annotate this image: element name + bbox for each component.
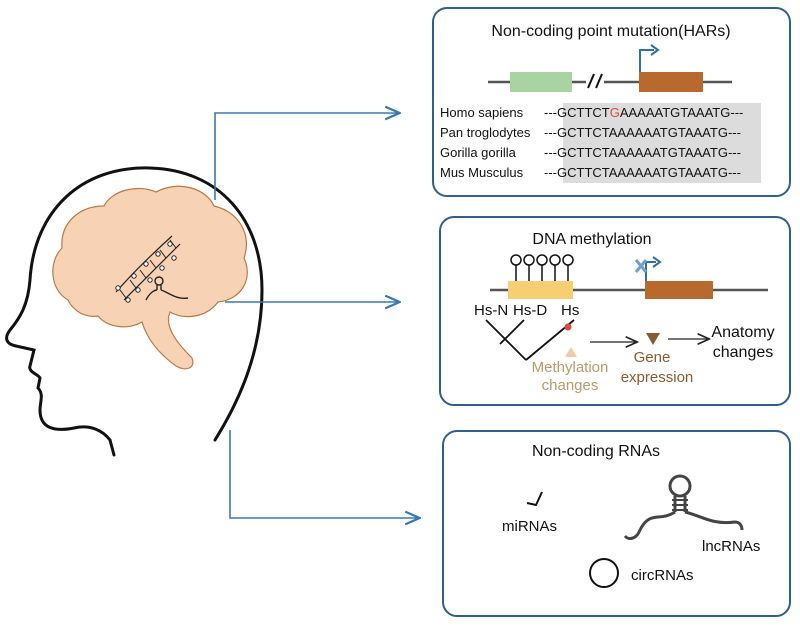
panel-har: Non-coding point mutation(HARs) Homo sap…: [432, 7, 791, 197]
panel-ncrna-title: Non-coding RNAs: [532, 443, 660, 460]
panel-ncrna-border: [442, 430, 791, 617]
lncrna-label: lncRNAs: [702, 538, 760, 555]
lollipop-markers-icon: [510, 254, 574, 281]
gene-expression-label-2: expression: [621, 369, 694, 386]
sequence: ---GCTTCTAAAAAATGTAAATG---: [544, 145, 741, 160]
rna-hairpin-icon: [145, 276, 189, 301]
methylation-cascade: Methylation changes Gene expression Anat…: [532, 324, 775, 394]
circrna-label: circRNAs: [631, 567, 694, 584]
gene-box: [645, 281, 713, 299]
circrna-icon: [589, 558, 619, 588]
alignment-row: Homo sapiens ---GCTTCTGAAAAATGTAAATG---: [440, 105, 743, 120]
methylated-region-box: [508, 281, 573, 299]
connector-arrows: [214, 113, 418, 518]
sequence: ---GCTTCTAAAAAATGTAAATG---: [544, 125, 741, 140]
har-gene-track: [488, 44, 732, 92]
increase-triangle-icon: [565, 347, 577, 357]
sequence: ---GCTTCTAAAAAATGTAAATG---: [544, 165, 741, 180]
mirna-icon: [526, 491, 543, 507]
methylation-gene-track: [490, 254, 768, 299]
panel-har-title: Non-coding point mutation(HARs): [491, 23, 730, 40]
arrow-to-har: [214, 113, 398, 200]
gene-expression-label-1: Gene: [634, 349, 671, 366]
phylogeny-tree: Hs-N Hs-D Hs: [474, 302, 579, 361]
tss-arrow-icon: [639, 49, 654, 72]
enhancer-box: [510, 72, 572, 92]
break-mark: [587, 73, 595, 89]
panel-methylation-title: DNA methylation: [532, 231, 651, 248]
panel-ncrna: Non-coding RNAs miRNAs lncRNAs circRNAs: [442, 430, 791, 617]
head-outline: [5, 166, 264, 457]
dna-helix-icon: [115, 235, 181, 303]
species-label: Homo sapiens: [440, 105, 524, 120]
decrease-triangle-icon: [646, 333, 660, 345]
tree-label: Hs-D: [513, 302, 547, 319]
alignment-highlight: [563, 103, 761, 183]
anatomy-changes-label-2: changes: [713, 344, 774, 361]
tree-label: Hs: [561, 302, 579, 319]
lncrna-icon: [623, 474, 744, 540]
gene-box: [639, 72, 703, 92]
methylation-changes-label-2: changes: [542, 377, 599, 394]
alignment-row: Mus Musculus ---GCTTCTAAAAAATGTAAATG---: [440, 165, 741, 180]
species-label: Mus Musculus: [440, 165, 524, 180]
head-illustration: [5, 166, 264, 457]
arrow-to-ncrna: [229, 430, 418, 518]
alignment-row: Pan troglodytes ---GCTTCTAAAAAATGTAAATG-…: [440, 125, 741, 140]
panel-methylation: DNA methylation Hs-N Hs-D Hs: [439, 216, 791, 406]
species-label: Gorilla gorilla: [440, 145, 517, 160]
species-label: Pan troglodytes: [440, 125, 531, 140]
mirna-label: miRNAs: [502, 518, 557, 535]
sequence-alignment: Homo sapiens ---GCTTCTGAAAAATGTAAATG--- …: [440, 103, 761, 183]
mutation-dot: [564, 323, 572, 331]
alignment-row: Gorilla gorilla ---GCTTCTAAAAAATGTAAATG-…: [440, 145, 741, 160]
sequence: ---GCTTCTGAAAAATGTAAATG---: [544, 105, 743, 120]
blocked-x-icon: [634, 259, 648, 273]
methylation-changes-label-1: Methylation: [532, 359, 609, 376]
tree-label: Hs-N: [474, 302, 508, 319]
anatomy-changes-label-1: Anatomy: [711, 324, 774, 341]
